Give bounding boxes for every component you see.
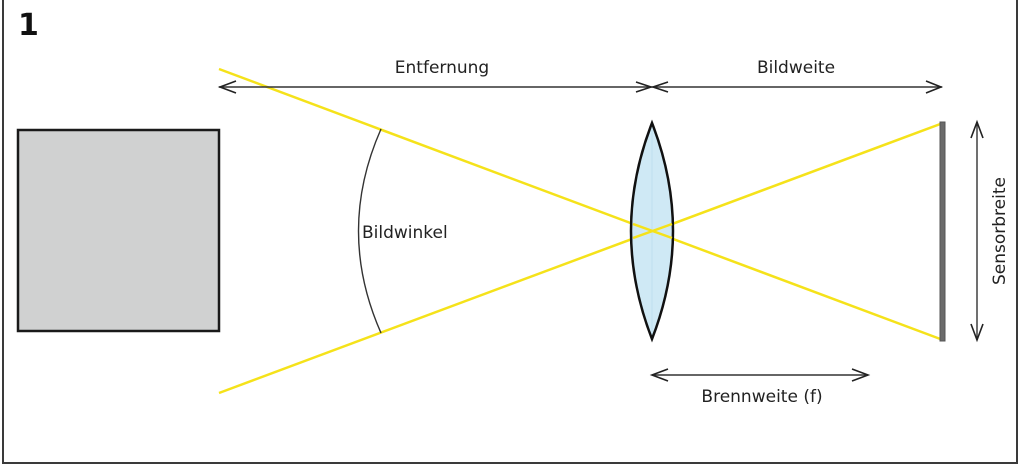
label-image-distance: Bildweite [757,58,835,78]
sensor-width-arrow [970,119,984,343]
object-square [16,128,221,333]
ray-top-to-bottom [218,67,944,342]
frame-border-bottom [2,462,1018,464]
focal-length-arrow [649,368,871,382]
label-focal-length: Brennweite (f) [701,387,822,407]
frame-border-left [2,0,4,464]
image-distance-arrow [650,80,944,94]
label-distance: Entfernung [395,58,489,78]
ray-segment-in-lens-b [632,222,673,240]
angle-of-view-arc [357,128,382,334]
panel-number: 1 [18,8,39,43]
label-sensor-width: Sensorbreite [990,177,1010,285]
sensor [939,121,946,342]
ray-bottom-to-top [218,121,944,395]
frame-border-right [1016,0,1018,464]
distance-arrow [217,80,654,94]
label-angle-of-view: Bildwinkel [362,223,448,243]
